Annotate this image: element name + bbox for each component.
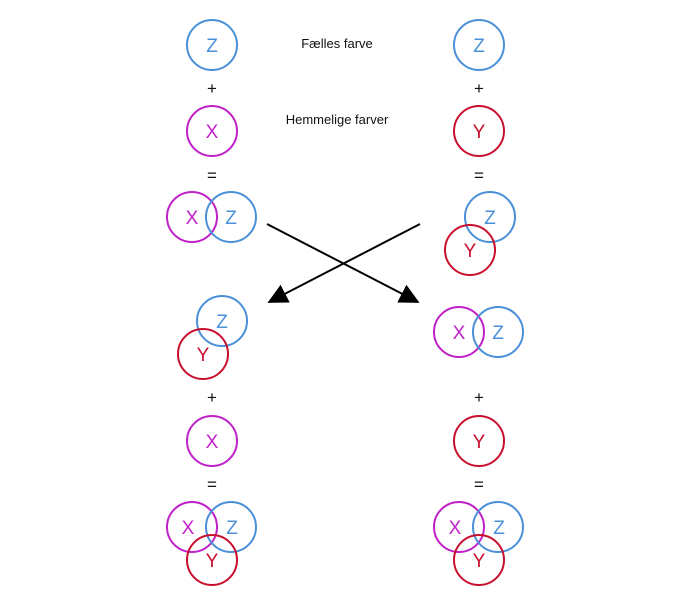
svg-text:X: X [449, 518, 462, 539]
svg-text:Y: Y [197, 345, 210, 366]
svg-text:Y: Y [473, 122, 486, 143]
left-mix-xz: X Z [166, 191, 257, 243]
svg-text:Y: Y [473, 432, 486, 453]
svg-text:Z: Z [484, 208, 496, 229]
shared-color-caption: Fælles farve [301, 36, 373, 51]
right-received-xz: X Z [433, 306, 524, 358]
svg-text:X: X [206, 432, 219, 453]
arrow-left-to-right [266, 223, 420, 303]
right-equals-2: = [474, 475, 484, 494]
right-equals-1: = [474, 166, 484, 185]
left-plus-1: + [207, 79, 217, 98]
svg-text:Z: Z [216, 312, 228, 333]
left-shared-z: Z [186, 19, 238, 71]
svg-text:Z: Z [226, 518, 238, 539]
svg-text:Z: Z [473, 36, 485, 57]
svg-text:Z: Z [206, 36, 218, 57]
svg-text:X: X [182, 518, 195, 539]
right-plus-1: + [474, 79, 484, 98]
svg-text:Z: Z [493, 518, 505, 539]
left-equals-2: = [207, 475, 217, 494]
secret-colors-caption: Hemmelige farver [286, 112, 389, 127]
right-mix-zy: Z Y [444, 191, 516, 276]
svg-text:Y: Y [206, 551, 219, 572]
right-secret-y: Y [453, 105, 505, 157]
left-equals-1: = [207, 166, 217, 185]
left-received-zy: Z Y [177, 295, 248, 380]
right-shared-z: Z [453, 19, 505, 71]
right-plus-2: + [474, 388, 484, 407]
svg-text:Y: Y [473, 551, 486, 572]
left-secret-x-2: X [186, 415, 238, 467]
left-secret-x: X [186, 105, 238, 157]
right-secret-y-2: Y [453, 415, 505, 467]
svg-text:Z: Z [492, 323, 504, 344]
left-final-mix: X Z Y [166, 501, 257, 586]
left-plus-2: + [207, 388, 217, 407]
right-final-mix: X Z Y [433, 501, 524, 586]
arrow-right-to-left [267, 223, 421, 303]
svg-text:X: X [186, 208, 199, 229]
svg-text:X: X [453, 323, 466, 344]
svg-text:X: X [206, 122, 219, 143]
svg-text:Z: Z [225, 208, 237, 229]
svg-text:Y: Y [464, 241, 477, 262]
